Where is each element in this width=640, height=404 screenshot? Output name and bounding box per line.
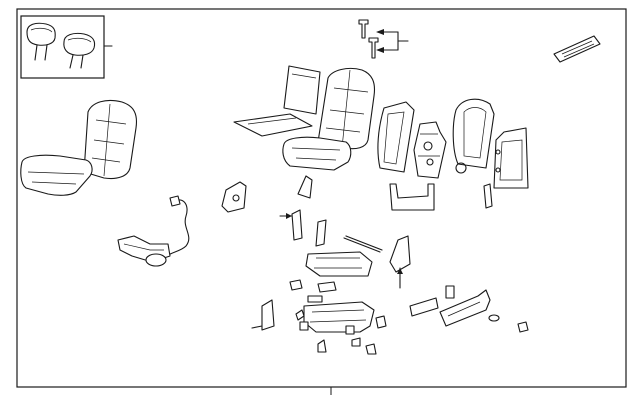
front-side-cover <box>251 299 275 331</box>
cushion-bracket <box>297 175 313 199</box>
handle-trim <box>553 35 601 63</box>
seat-back-rear-panel <box>493 127 529 189</box>
seat-back-frame <box>377 101 415 173</box>
headrest-right <box>63 32 96 69</box>
complete-seat <box>20 99 138 196</box>
adjuster-small-parts <box>295 309 387 355</box>
small-clips-row <box>289 279 337 303</box>
lever-bracket <box>279 209 327 247</box>
track-cover <box>409 285 529 333</box>
seat-back-pad <box>283 65 321 115</box>
recliner-bar <box>483 183 493 209</box>
wiring-harness <box>117 195 190 267</box>
seat-cushion-foam <box>282 136 352 171</box>
seat-cushion-assembled <box>20 154 93 196</box>
lower-back-trim <box>389 183 435 211</box>
side-shield <box>221 181 247 213</box>
headrest-inset <box>20 15 113 79</box>
trim-fasteners <box>358 19 409 59</box>
seat-adjuster <box>299 301 375 335</box>
seat-back-panel <box>413 121 447 179</box>
seat-back-side-panel <box>452 98 495 174</box>
seat-back-trim-cover <box>317 67 376 150</box>
cushion-heater-pad <box>233 113 313 137</box>
headrest-left <box>26 22 56 61</box>
cushion-frame <box>305 235 383 277</box>
recliner-side-bracket <box>389 235 411 289</box>
